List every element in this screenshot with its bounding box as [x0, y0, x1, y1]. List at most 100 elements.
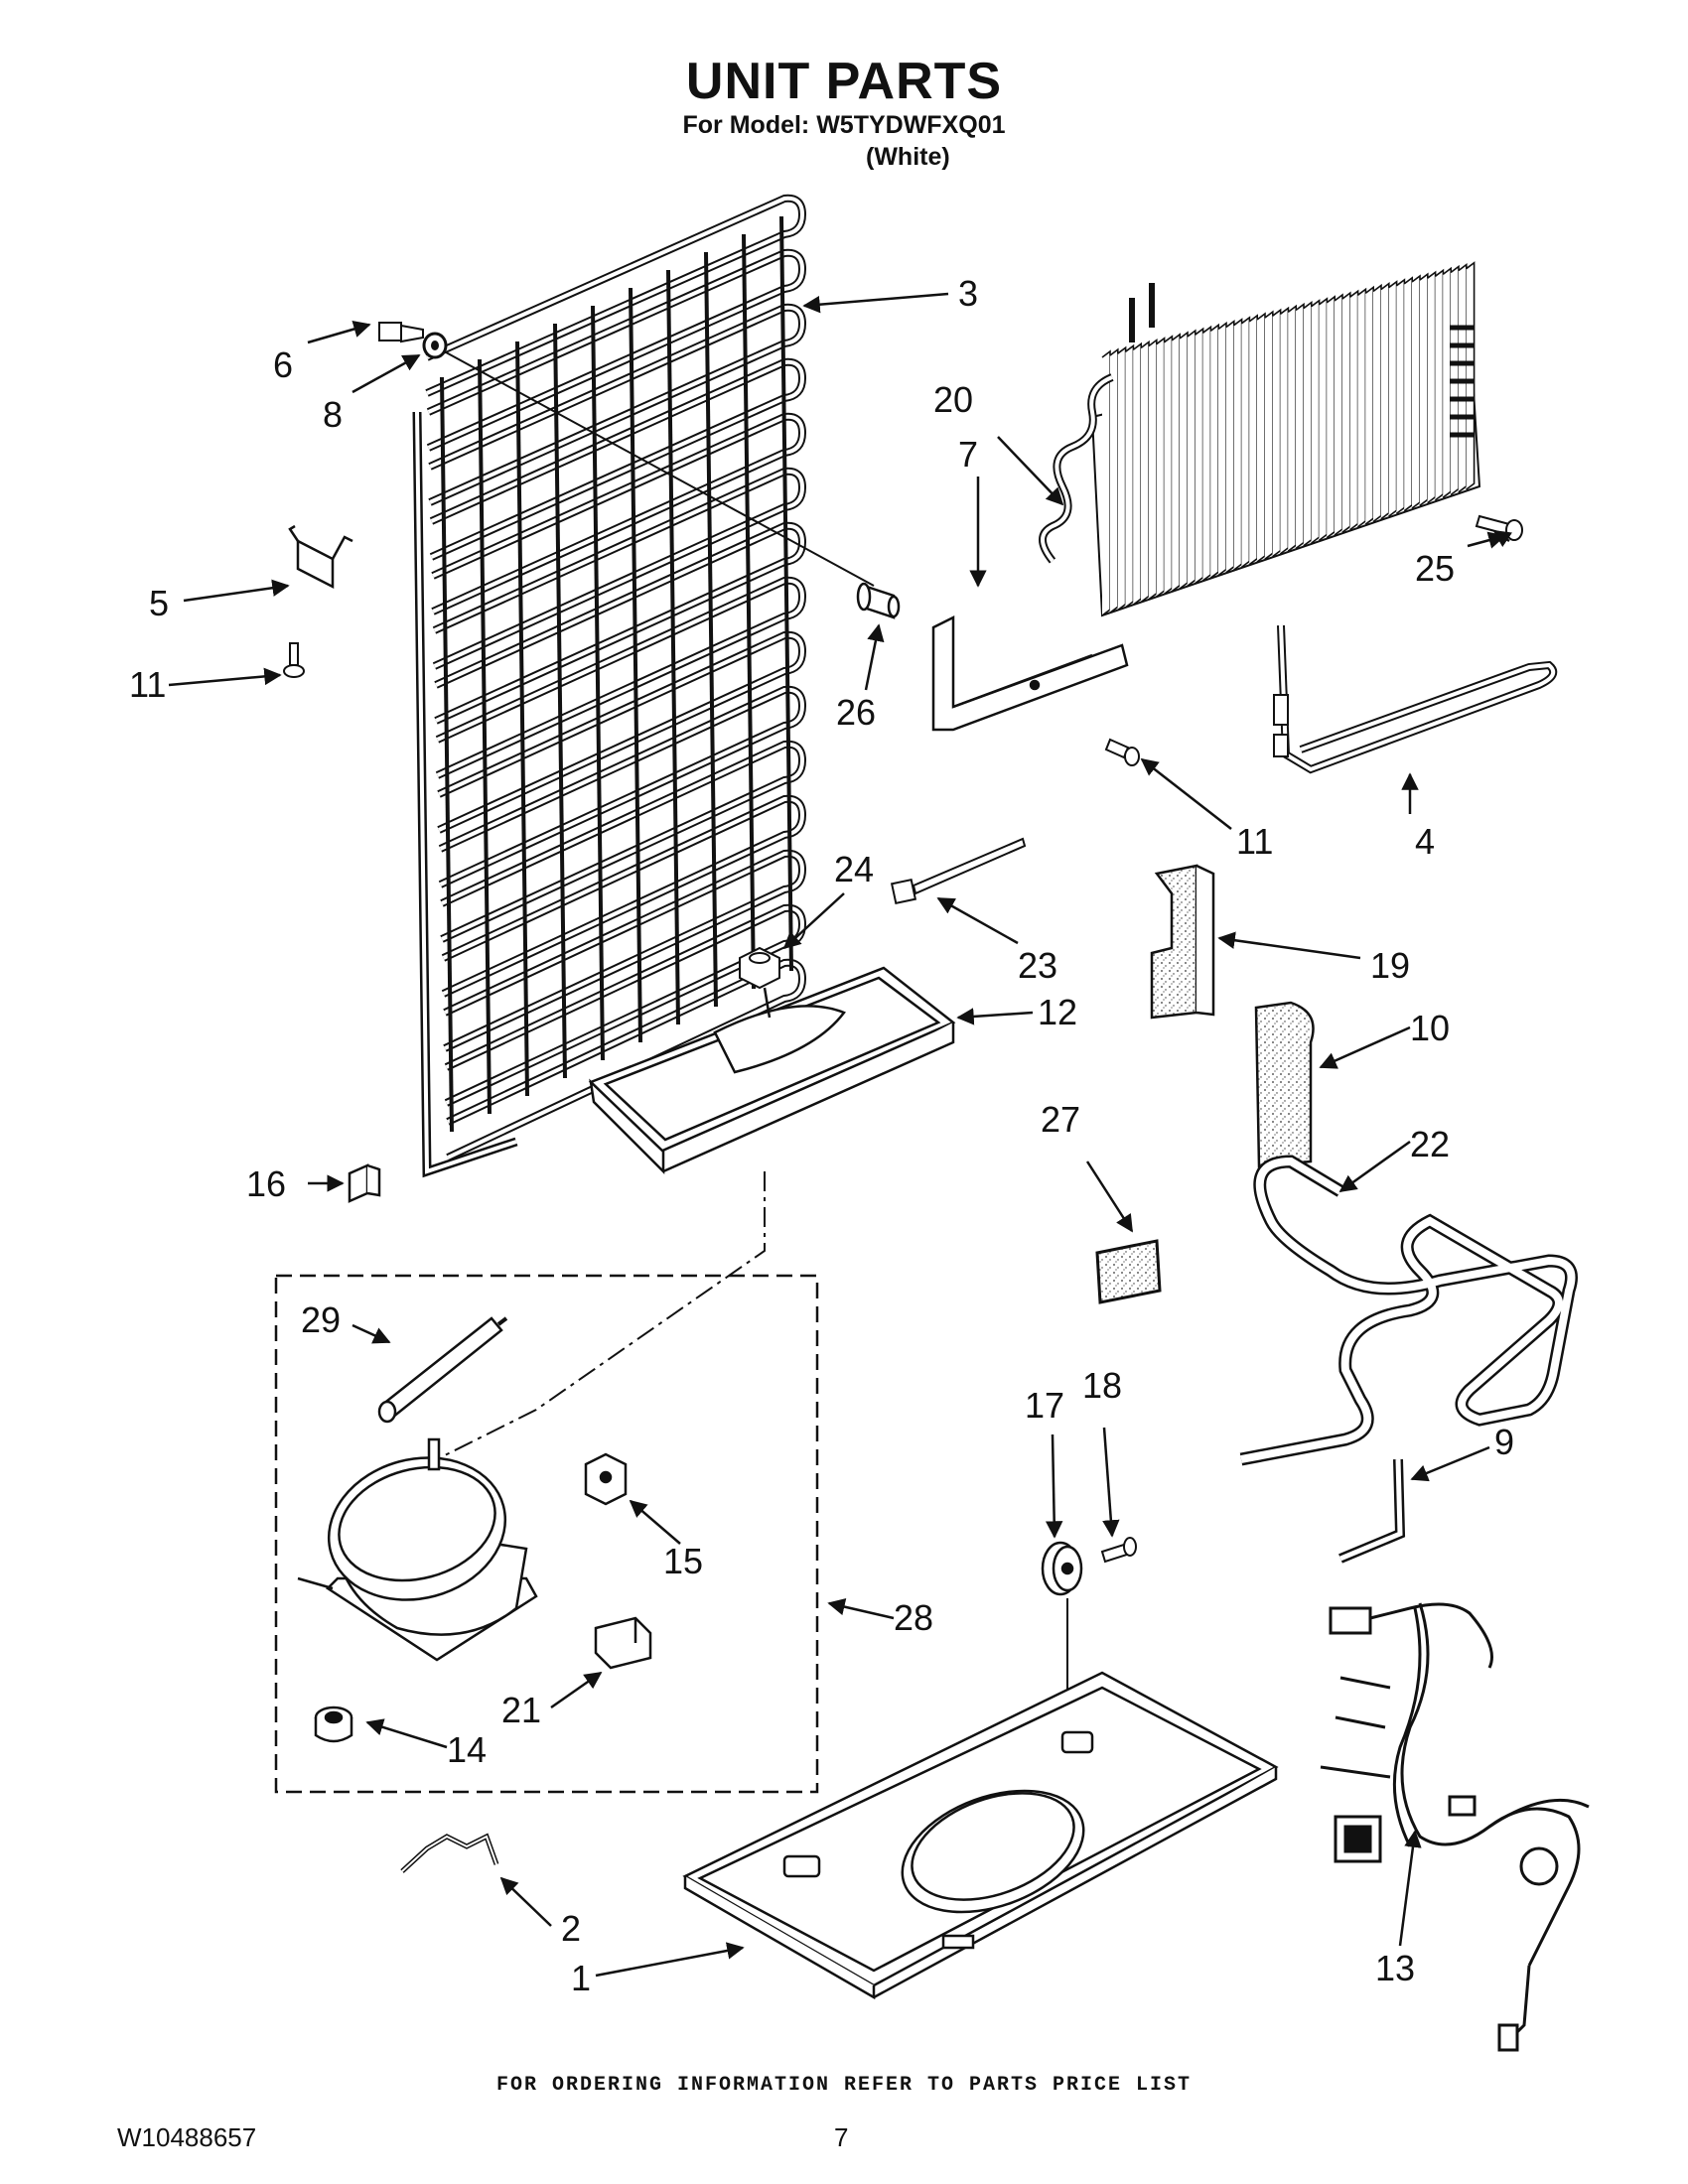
evaporator-fin [1349, 289, 1359, 531]
callout-11: 11 [129, 664, 167, 705]
compressor [297, 1437, 538, 1662]
evaporator-fin [1334, 293, 1343, 536]
leader-arrows [168, 292, 1512, 1978]
evaporator-fin [1179, 331, 1189, 590]
callout-18: 18 [1082, 1365, 1123, 1406]
tube-fitting [1338, 1458, 1406, 1564]
callout-25: 25 [1415, 548, 1456, 589]
condenser-tube-inner [415, 411, 517, 1174]
evaporator-fin [1225, 320, 1235, 574]
nut-icon [739, 946, 780, 990]
condenser-loop [433, 469, 805, 668]
evaporator-fin [1434, 268, 1445, 501]
grommet-icon [314, 1706, 353, 1743]
screw-icon [1100, 1537, 1137, 1564]
drain-pan [588, 966, 956, 1175]
condenser-loop [432, 414, 805, 614]
callout-13: 13 [1375, 1948, 1416, 1988]
assembly-line [436, 346, 875, 587]
condenser-wire [779, 215, 793, 972]
defrost-heater [1273, 624, 1558, 774]
evaporator-fin [1140, 340, 1150, 604]
evaporator-fin [1264, 310, 1274, 560]
callout-8: 8 [323, 394, 344, 435]
evaporator-fin [1356, 287, 1367, 528]
evaporator-fin [1148, 339, 1158, 601]
evaporator-fin [1395, 278, 1406, 515]
suction-tube [1239, 1155, 1578, 1466]
condenser-loop [426, 196, 805, 395]
screw-icon [1104, 738, 1140, 766]
relay-icon [584, 1452, 628, 1506]
callout-23: 23 [1018, 945, 1058, 986]
evaporator-fin [1341, 291, 1351, 533]
callout-14: 14 [447, 1729, 488, 1770]
clip-icon [348, 1163, 381, 1203]
condenser-loop [429, 305, 805, 504]
foam-block [1150, 864, 1215, 1020]
evaporator-fin [1303, 301, 1313, 547]
condenser-loop [435, 523, 805, 723]
evaporator-fin [1124, 343, 1135, 609]
mounting-channel [931, 614, 1129, 732]
evaporator-fin [1256, 312, 1266, 563]
callout-16: 16 [246, 1163, 287, 1204]
condenser-loop [430, 359, 805, 559]
evaporator-fin [1380, 282, 1390, 520]
condenser-wire [704, 251, 718, 1008]
callout-26: 26 [836, 692, 877, 733]
callout-4: 4 [1415, 821, 1436, 862]
evaporator-fin [1372, 283, 1382, 523]
condenser-wire [478, 358, 492, 1115]
evaporator-fin [1195, 327, 1204, 585]
callout-19: 19 [1370, 945, 1411, 986]
evaporator-fin [1240, 316, 1251, 569]
callout-10: 10 [1410, 1008, 1451, 1048]
callout-15: 15 [663, 1541, 704, 1581]
callout-28: 28 [894, 1597, 934, 1638]
evaporator-fin [1272, 308, 1282, 558]
condenser-wire [515, 341, 529, 1097]
evaporator-fin [1411, 274, 1421, 509]
evaporator-fin [1233, 318, 1243, 571]
condenser-loop [427, 250, 805, 450]
evaporator-fin [1388, 280, 1398, 517]
evaporator-coil [1039, 261, 1481, 617]
evaporator-fin [1156, 337, 1166, 598]
model-number: For Model: W5TYDWFXQ01 [682, 111, 1006, 139]
evaporator-fin [1279, 306, 1290, 555]
foam-block [1254, 1001, 1315, 1168]
page-number: 7 [834, 2122, 849, 2152]
callout-12: 12 [1038, 992, 1078, 1032]
condenser-loop [441, 742, 805, 941]
document-number: W10488657 [117, 2122, 257, 2152]
screw-icon [378, 322, 424, 343]
grommet-icon [856, 582, 901, 619]
callout-11: 11 [1236, 821, 1274, 862]
evaporator-fin [1287, 304, 1297, 552]
support-rod [400, 1833, 499, 1873]
callout-20: 20 [933, 379, 974, 420]
callout-29: 29 [301, 1299, 342, 1340]
condenser-wire [440, 376, 454, 1133]
callout-6: 6 [273, 344, 294, 385]
evaporator-fin [1201, 325, 1212, 582]
evaporator-fin [1403, 276, 1413, 512]
evaporator-fin [1427, 270, 1437, 504]
evaporator-fin [1419, 272, 1429, 506]
evaporator-fin [1187, 329, 1196, 587]
evaporator-fin [1318, 297, 1329, 542]
callout-1: 1 [571, 1958, 592, 1998]
condenser-wire [591, 305, 605, 1061]
condenser-loop [438, 632, 805, 832]
callout-17: 17 [1025, 1385, 1065, 1426]
callout-7: 7 [958, 434, 979, 475]
fan-icon [1041, 1541, 1083, 1596]
condenser-wire [666, 269, 680, 1025]
evaporator-fin [1171, 333, 1181, 593]
callout-27: 27 [1041, 1099, 1081, 1140]
evaporator-fin [1132, 341, 1142, 606]
filter-drier [377, 1316, 508, 1424]
base-pan [682, 1671, 1279, 2000]
